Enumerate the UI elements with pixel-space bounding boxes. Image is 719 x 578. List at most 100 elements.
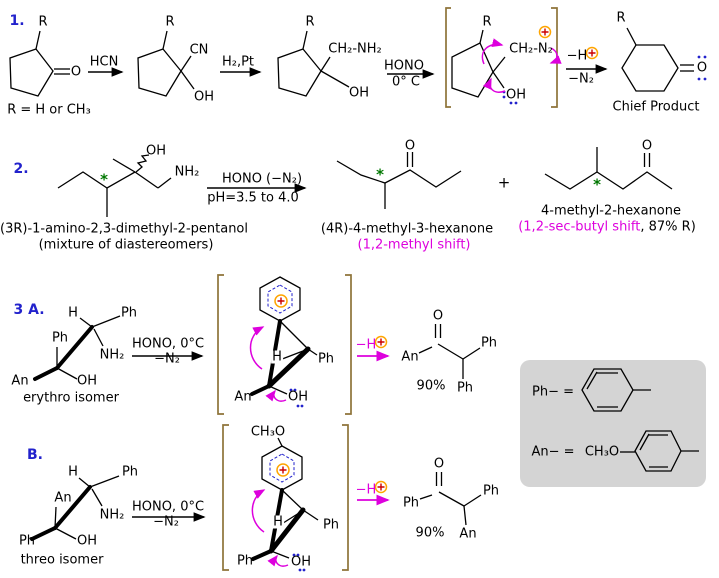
atom-label-ph: Ph: [402, 495, 420, 511]
curved-arrow-oh: [267, 554, 289, 567]
reagent-hono-0c: HONO, 0°C: [131, 336, 205, 352]
rxn1-cyclopentanone: [9, 30, 70, 97]
atom-label-nh2: NH₂: [99, 507, 125, 523]
atom-label-ph: Ph: [480, 335, 498, 351]
curved-arrow-aryl-shift: [251, 489, 266, 533]
yield-label: 90%: [416, 378, 446, 394]
reagent-hono: HONO: [384, 58, 424, 74]
atom-label-o: O: [432, 308, 444, 324]
plus-charge-icon: [374, 335, 388, 349]
plus-charge-icon: [274, 294, 288, 308]
atom-label-r: R: [38, 14, 48, 30]
reagent-hono-0c: HONO, 0°C: [131, 499, 205, 515]
section-number-3a: 3 A.: [13, 302, 45, 318]
product1-shift-note: (1,2-methyl shift): [357, 237, 471, 253]
legend-box: [520, 360, 706, 487]
rxn1-minus-h-arrow: [566, 46, 608, 74]
atom-label-oh: OH: [505, 87, 527, 103]
rxn3a-erythro-substrate: [33, 315, 121, 381]
minus-n2-label: −N₂: [568, 71, 594, 87]
curved-arrow-ring-shift: [481, 38, 504, 65]
rxn2-product1-skeleton: [336, 152, 462, 209]
curved-arrow-oh-assist: [482, 77, 506, 93]
minus-n2-label: −N₂: [153, 514, 179, 530]
atom-label-ph: Ph: [482, 483, 500, 499]
atom-label-an: An: [11, 373, 29, 389]
atom-label-oh: OH: [76, 533, 98, 549]
reagent-hono-n2: HONO (−N₂): [221, 171, 303, 187]
atom-label-o: O: [696, 60, 708, 76]
atom-label-ph: Ph: [456, 380, 474, 396]
atom-label-an: An: [459, 526, 477, 542]
atom-label-an: An: [234, 389, 252, 405]
rxn3a-minus-h-arrow: [357, 335, 390, 362]
minus-h-label: −H: [566, 48, 588, 64]
section-number-1: 1.: [9, 13, 25, 29]
product2-name: 4-methyl-2-hexanone: [540, 203, 682, 219]
curved-arrow-oh: [265, 389, 287, 402]
plus-charge-icon: [585, 46, 599, 60]
rxn3b-product-skeleton: [419, 472, 482, 526]
section-number-3b: B.: [27, 447, 43, 463]
rxn1-cyclohexanone-product: [621, 27, 707, 92]
substrate-name-line1: (3R)-1-amino-2,3-dimethyl-2-pentanol: [0, 221, 249, 237]
atom-label-h: H: [272, 514, 284, 530]
atom-label-o: O: [433, 456, 445, 472]
minus-n2-label: −N₂: [154, 351, 180, 367]
product2-shift-note: (1,2-sec-butyl shift, 87% R): [518, 221, 696, 234]
atom-label-nh2: NH₂: [99, 347, 125, 363]
group-ch3o: CH₃O: [250, 424, 286, 440]
atom-label-o: O: [404, 138, 416, 154]
legend-ph-definition: Ph− =: [532, 384, 574, 400]
rxn1-aminomethyl-alcohol: [277, 30, 350, 97]
rxn1-cyanohydrin: [137, 30, 195, 97]
atom-label-nh2: NH₂: [174, 164, 200, 180]
atom-label-ph: Ph: [18, 533, 36, 549]
legend-anisyl-ring: [620, 430, 699, 472]
rxn3b-minus-h-arrow: [357, 480, 390, 506]
atom-label-r: R: [616, 10, 626, 26]
atom-label-o: O: [641, 138, 653, 154]
plus-sign: +: [497, 173, 511, 192]
atom-label-ph: Ph: [121, 464, 139, 480]
group-ch2nh2: CH₂-NH₂: [328, 41, 382, 57]
atom-label-o: O: [70, 64, 82, 80]
atom-label-h: H: [68, 305, 78, 321]
reagent-hcn: HCN: [89, 54, 119, 70]
plus-charge-icon: [276, 463, 290, 477]
condition-ph: pH=3.5 to 4.0: [207, 190, 299, 206]
curved-arrow-aryl-shift: [249, 326, 265, 370]
rxn3b-threo-substrate: [30, 475, 120, 541]
plus-charge-icon: [538, 25, 552, 39]
curved-arrow-n2-leave: [549, 47, 562, 64]
atom-label-ph: Ph: [322, 517, 340, 533]
group-ch2n2: CH₂-N₂: [509, 41, 553, 57]
section-number-2: 2.: [13, 161, 29, 177]
r-definition-note: R = H or CH₃: [7, 102, 91, 118]
atom-label-ph: Ph: [317, 351, 335, 367]
atom-label-oh: OH: [193, 89, 215, 105]
atom-label-r: R: [305, 14, 315, 30]
isomer-caption-threo: threo isomer: [20, 552, 104, 568]
atom-label-oh: OH: [348, 85, 370, 101]
legend-phenyl-ring: [581, 368, 651, 412]
atom-label-h: H: [68, 464, 78, 480]
legend-an-definition: An− =: [531, 444, 575, 460]
atom-label-ph: Ph: [120, 305, 138, 321]
condition-temp: 0° C: [392, 74, 420, 90]
rxn3b-anisonium-intermediate: [222, 424, 349, 572]
chief-product-caption: Chief Product: [612, 99, 700, 115]
rxn3a-phenonium-intermediate: [217, 274, 352, 415]
isomer-caption-erythro: erythro isomer: [23, 390, 119, 406]
atom-label-ph: Ph: [51, 330, 69, 346]
atom-label-cn: CN: [189, 42, 209, 58]
atom-label-h: H: [271, 349, 283, 365]
atom-label-r: R: [482, 14, 492, 30]
product1-name: (4R)-4-methyl-3-hexanone: [320, 221, 494, 237]
minus-h-label: −H: [355, 482, 377, 498]
substrate-name-line2: (mixture of diastereomers): [38, 237, 214, 253]
stereocenter-star: *: [100, 170, 108, 189]
plus-charge-icon: [374, 480, 388, 494]
product2-shift-black: , 87% R): [640, 219, 696, 235]
